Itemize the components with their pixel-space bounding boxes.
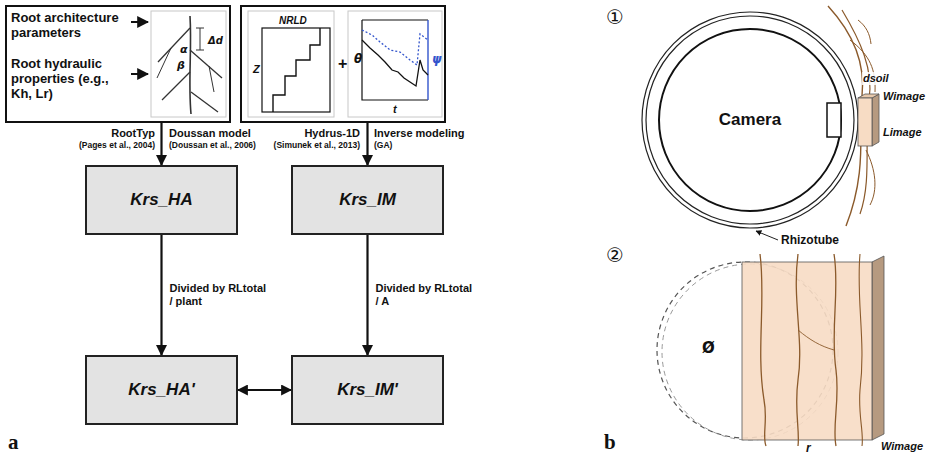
model-name: Hydrus-1D — [250, 127, 360, 140]
root-illustration-part — [162, 72, 190, 100]
camera-outline-part — [659, 29, 841, 211]
soil-plots-part — [427, 20, 428, 100]
flow-arrow — [160, 235, 162, 355]
reference: (Pages et al., 2004) — [45, 141, 155, 151]
soil-plots-part — [362, 20, 428, 100]
soil-plots-part — [362, 19, 428, 20]
flow-arrow — [238, 389, 291, 391]
dimension-label: r — [806, 442, 811, 456]
callout-number: ② — [606, 244, 624, 267]
part-label: Rhizotube — [781, 234, 839, 248]
rhizotube-top-view-part — [872, 94, 879, 146]
method-name: Inverse modeling — [374, 127, 464, 140]
node-text: ψ — [432, 53, 442, 67]
node-text: Root architecture parameters — [11, 11, 131, 41]
edge-label: Divided by RLtotal / A — [376, 282, 476, 307]
flow-arrow — [366, 123, 368, 165]
dimension-label: Ø — [702, 340, 715, 357]
node-text: Δd — [208, 35, 223, 47]
root-illustration-part — [190, 16, 191, 114]
root-illustration-part — [151, 11, 226, 117]
rhizotube-top-view-part — [858, 98, 872, 146]
root-illustration — [131, 11, 226, 117]
root-illustration-part — [191, 92, 218, 112]
quantity-label: Krs_HA' — [128, 380, 194, 400]
result-box: Krs_IM — [291, 165, 444, 235]
dimension-label: Wimage — [880, 440, 924, 453]
node-text: NRLD — [279, 15, 307, 27]
soil-plots-part — [362, 30, 428, 65]
soil-plots — [248, 11, 442, 117]
rhizotube-top-view-part — [858, 20, 871, 44]
rhizotube-top-view — [642, 6, 879, 240]
rhizotube-side-view-part — [798, 330, 834, 350]
root-illustration-part — [200, 28, 201, 50]
soil-plots-part — [262, 28, 330, 112]
quantity-label: Krs_IM — [339, 190, 396, 210]
root-illustration-part — [131, 21, 148, 23]
camera-circle: Camera — [657, 27, 843, 213]
result-box: Krs_IM' — [291, 355, 444, 425]
soil-plots-part — [348, 11, 442, 117]
dimension-label: dsoil — [862, 72, 890, 85]
panel-letter: b — [604, 430, 616, 454]
camera-label: Camera — [719, 110, 781, 130]
rhizotube-top-view-part — [642, 12, 858, 228]
rhizotube-side-view-part — [796, 254, 799, 446]
root-illustration-part — [209, 66, 214, 92]
dimension-label: Wimage — [882, 90, 926, 103]
reference: (GA) — [374, 141, 392, 151]
reference: (Simunek et al., 2013) — [250, 141, 360, 151]
reference: (Doussan et al., 2006) — [169, 141, 256, 151]
rhizotube-side-view-part — [872, 256, 884, 440]
rhizotube-top-view-part — [866, 150, 875, 205]
flow-arrow — [366, 235, 368, 355]
flow-arrow — [160, 123, 162, 165]
rhizotube-side-view-part — [859, 254, 862, 446]
node-text: α — [180, 44, 188, 57]
node-text: β — [177, 60, 185, 73]
node-text: θ — [354, 53, 362, 67]
root-illustration-part — [157, 48, 171, 78]
root-illustration-part — [190, 50, 222, 78]
node-text: t — [393, 103, 397, 116]
source-name: RootTyp — [45, 127, 155, 140]
callout-number: ① — [606, 6, 624, 29]
result-box: Krs_HA' — [85, 355, 238, 425]
edge-label: Divided by RLtotal / plant — [170, 282, 270, 307]
root-illustration-part — [158, 28, 190, 62]
node-text: + — [338, 55, 347, 73]
soil-plots-part — [248, 11, 334, 117]
input-box: NRLD Z + θ ψ t — [240, 5, 446, 123]
panel-letter: a — [8, 430, 19, 454]
rhizotube-side-view — [657, 254, 884, 446]
soil-plots-part — [273, 28, 320, 112]
rhizotube-top-view-part — [646, 16, 854, 224]
rhizotube-top-view-part — [756, 231, 778, 240]
input-box: Root architecture parametersRoot hydraul… — [5, 5, 231, 123]
model-name: Doussan model — [169, 127, 251, 140]
result-box: Krs_HA — [85, 165, 238, 235]
quantity-label: Krs_IM' — [337, 380, 398, 400]
node-text: Z — [253, 63, 260, 76]
rhizotube-top-view-part — [858, 94, 879, 98]
node-text: Root hydraulic properties (e.g., Kh, Lr) — [11, 57, 131, 102]
rhizotube-side-view-part — [834, 254, 837, 446]
camera-outline-part — [827, 103, 841, 137]
rhizotube-side-view-part — [760, 254, 766, 446]
root-illustration-part — [131, 73, 148, 75]
quantity-label: Krs_HA — [130, 190, 192, 210]
dimension-label: Limage — [882, 126, 923, 139]
